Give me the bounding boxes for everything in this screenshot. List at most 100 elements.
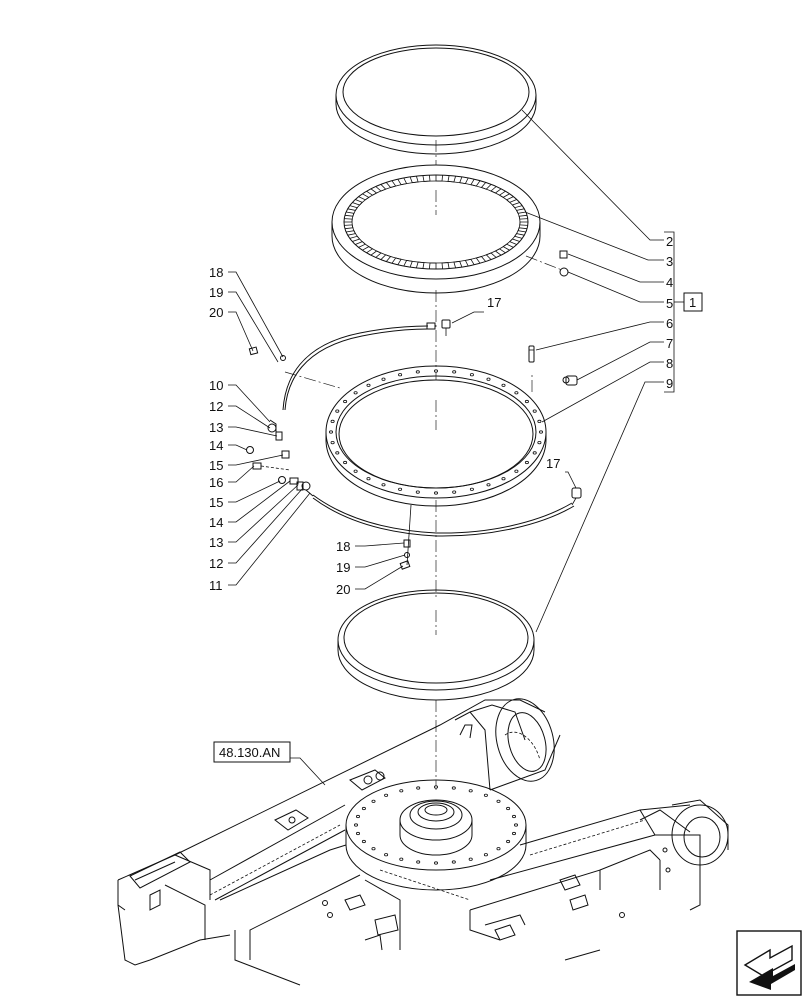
gear-tooth <box>511 202 523 209</box>
boss-bolt-hole <box>496 847 501 851</box>
boss-bolt-hole <box>506 806 511 811</box>
callout-10: 10 <box>209 378 223 393</box>
part-17-elbow-top <box>441 319 451 336</box>
bolt-hole <box>532 409 537 413</box>
bolt-hole <box>524 399 529 404</box>
grease-hose-lower <box>312 494 573 534</box>
callout-19-bottom: 19 <box>336 560 350 575</box>
boss-bolt-hole <box>483 793 488 797</box>
bolt-hole <box>353 469 358 473</box>
callout-13-upper: 13 <box>209 420 223 435</box>
callout-12-upper: 12 <box>209 399 223 414</box>
bolt-hole <box>343 460 348 465</box>
callout-5: 5 <box>666 296 673 311</box>
bolt-hole <box>415 490 420 494</box>
gear-tooth <box>441 262 450 269</box>
gear-tooth <box>355 241 367 248</box>
boss-bolt-hole <box>451 786 456 790</box>
gear-tooth <box>349 235 361 242</box>
gear-tooth <box>391 257 402 266</box>
gear-tooth <box>459 176 469 185</box>
boss-bolt-hole <box>514 823 519 827</box>
bolt-hole <box>537 419 542 423</box>
boss-bolt-hole <box>433 861 438 865</box>
gear-tooth <box>505 196 517 203</box>
boss-bolt-hole <box>483 853 488 857</box>
boss-bolt-hole <box>384 793 389 797</box>
boss-bolt-hole <box>416 786 421 790</box>
bolt-hole <box>328 430 333 434</box>
ring-gear <box>331 164 541 294</box>
callout-17-right: 17 <box>546 456 560 471</box>
callout-18-left: 18 <box>209 265 223 280</box>
callout-4: 4 <box>666 275 673 290</box>
gear-tooth <box>470 178 481 187</box>
callout-13-lower: 13 <box>209 535 223 550</box>
leader-lines <box>228 109 684 786</box>
gear-tooth <box>502 243 514 251</box>
gear-tooth <box>516 208 526 214</box>
callout-14-upper: 14 <box>209 438 223 453</box>
bolt-hole <box>524 460 529 465</box>
boss-bolt-hole <box>384 853 389 857</box>
hose-end-upper <box>426 322 436 330</box>
seal-ring-bottom <box>337 589 535 701</box>
gear-tooth <box>475 256 487 264</box>
gear-tooth <box>397 177 408 186</box>
boss-bolt-hole <box>416 860 421 864</box>
part-6-pin <box>528 345 535 363</box>
gear-tooth <box>366 188 378 196</box>
bolt-hole <box>433 491 438 495</box>
bolt-hole <box>469 373 474 377</box>
boss-bolt-hole <box>355 814 360 819</box>
gear-tooth <box>480 182 492 190</box>
gear-tooth <box>352 199 364 206</box>
bolt-hole <box>366 477 371 481</box>
boss-bolt-hole <box>468 789 473 793</box>
gear-tooth <box>447 175 456 183</box>
gear-tooth <box>362 246 374 254</box>
bolt-hole <box>330 440 335 445</box>
bolt-hole <box>381 377 386 381</box>
gear-tooth <box>485 252 497 260</box>
kit-box <box>683 292 703 312</box>
callout-labels: 2 3 4 5 6 7 8 9 1 18 19 20 10 12 13 14 1… <box>209 234 703 597</box>
callout-kit-1: 1 <box>689 295 696 310</box>
gear-tooth <box>518 214 528 220</box>
bolt-hole <box>433 369 438 373</box>
boss-bolt-hole <box>506 839 511 844</box>
gear-tooth <box>403 259 413 268</box>
reference-link[interactable]: 48.130.AN <box>213 741 291 763</box>
gear-tooth <box>422 175 431 182</box>
gear-tooth <box>346 230 356 236</box>
gear-tooth <box>453 260 463 269</box>
callout-18-bottom: 18 <box>336 539 350 554</box>
reference-box[interactable] <box>213 741 291 763</box>
next-page-arrow-icon[interactable] <box>736 930 802 996</box>
gear-tooth <box>508 238 520 245</box>
part-4-plug <box>559 250 568 259</box>
boss-bolt-hole <box>451 860 456 864</box>
part-5-oring <box>559 267 569 277</box>
callout-6: 6 <box>666 316 673 331</box>
bolt-hole <box>381 483 386 487</box>
boss-bolt-hole <box>361 839 366 844</box>
boss-bolt-hole <box>433 785 438 789</box>
gear-tooth <box>429 262 437 269</box>
bolt-hole <box>335 451 340 455</box>
gear-tooth <box>385 180 397 188</box>
gear-tooth <box>490 186 502 194</box>
callout-15-lower: 15 <box>209 495 223 510</box>
callout-14-lower: 14 <box>209 515 223 530</box>
boss-bolt-hole <box>371 799 376 803</box>
callout-20-bottom: 20 <box>336 582 350 597</box>
grease-hose-upper-outer <box>284 328 429 411</box>
gear-tooth <box>344 211 355 217</box>
boss-bolt-hole <box>496 799 501 803</box>
gear-tooth <box>494 248 506 256</box>
bolt-hole <box>353 391 358 395</box>
callout-16: 16 <box>209 475 223 490</box>
slewing-bearing <box>325 365 547 507</box>
reference-label[interactable]: 48.130.AN <box>219 745 280 760</box>
